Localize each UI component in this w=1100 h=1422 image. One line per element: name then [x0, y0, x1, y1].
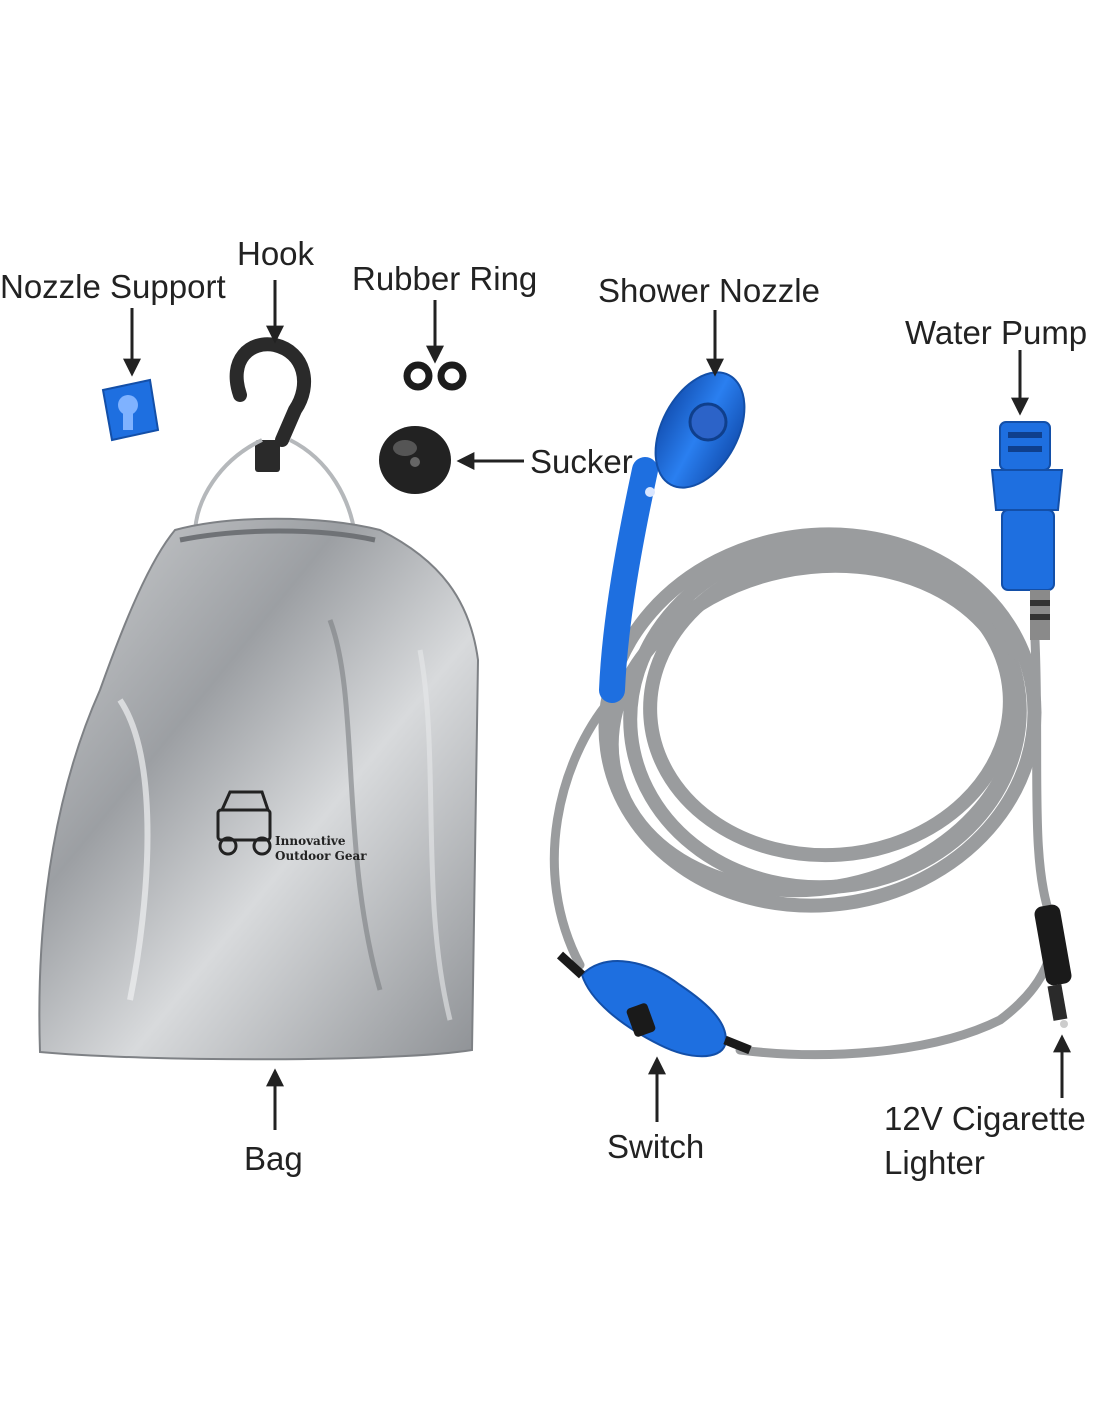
- nozzle-support-label: Nozzle Support: [0, 268, 226, 305]
- bag-label: Bag: [244, 1140, 303, 1177]
- shower-nozzle-part: [599, 371, 746, 703]
- water-pump-part: [990, 421, 1064, 640]
- lighter-label-line1: 12V Cigarette: [884, 1100, 1086, 1137]
- rubber-ring-part: [403, 361, 467, 391]
- lighter-label-line2: Lighter: [884, 1144, 985, 1181]
- hook-label: Hook: [237, 235, 315, 272]
- sucker-part: [379, 426, 451, 494]
- switch-label: Switch: [607, 1128, 705, 1165]
- nozzle-support-part: [101, 378, 160, 442]
- lighter-plug-part: [1034, 904, 1072, 1028]
- hook-part: [229, 337, 311, 472]
- switch-part: [556, 951, 752, 1058]
- rubber-ring-label: Rubber Ring: [352, 260, 538, 297]
- bag-brand-line2: Outdoor Gear: [275, 849, 367, 863]
- bag-logo: [216, 790, 272, 856]
- sucker-label: Sucker: [530, 443, 633, 480]
- hose-coil: [598, 527, 1042, 913]
- bag-drawstring: [193, 438, 357, 536]
- water-pump-label: Water Pump: [905, 314, 1088, 351]
- bag-part: [38, 517, 480, 1061]
- bag-brand-line1: Innovative: [275, 834, 346, 848]
- shower-nozzle-label: Shower Nozzle: [598, 272, 820, 309]
